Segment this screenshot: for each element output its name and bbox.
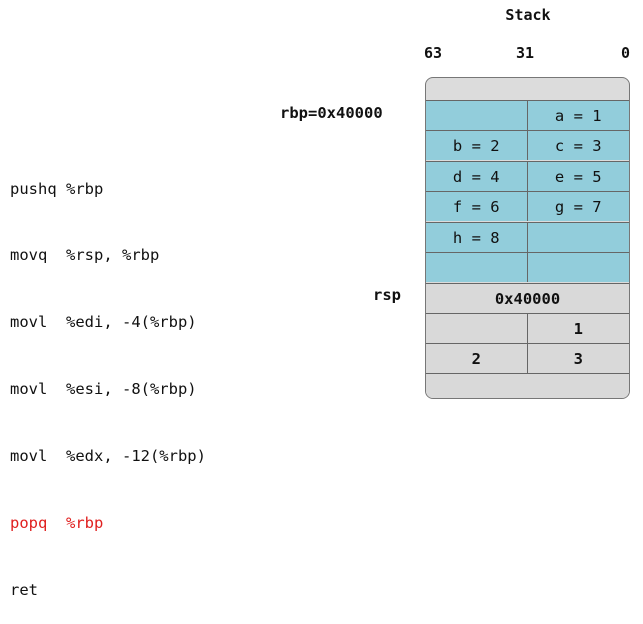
stack-cell-high: d = 4: [426, 162, 528, 191]
code-line: movq %rsp, %rbp: [10, 246, 160, 265]
assembly-code: pushq %rbp movq %rsp, %rbp movl %edi, -4…: [10, 133, 206, 624]
stack-row: 1: [426, 313, 629, 343]
stack-cell-low: a = 1: [554, 106, 602, 125]
stack-row: d = 4 e = 5: [426, 161, 629, 191]
code-line-highlighted: popq %rbp: [10, 514, 104, 533]
stack-cell-high: b = 2: [426, 131, 528, 160]
stack-title: Stack: [505, 6, 551, 24]
bit-label-0: 0: [621, 44, 631, 62]
stack-cell-low: e = 5: [554, 167, 602, 186]
stack-cell-low: 1: [573, 319, 583, 338]
stack-cell-low: g = 7: [554, 197, 602, 216]
stack-row-rsp: 0x40000: [426, 283, 629, 313]
rsp-label: rsp: [373, 286, 401, 304]
code-line: movl %edi, -4(%rbp): [10, 313, 197, 332]
stack-cell-high: 2: [426, 344, 528, 373]
stack-frame: a = 1 b = 2 c = 3 d = 4 e = 5 f = 6 g = …: [425, 77, 630, 399]
stack-cell-high: [426, 314, 528, 343]
code-line: pushq %rbp: [10, 179, 104, 198]
stack-cell-high: f = 6: [426, 192, 528, 221]
stack-row: 2 3: [426, 343, 629, 373]
stack-row: f = 6 g = 7: [426, 191, 629, 221]
stack-cell-low: 3: [573, 349, 583, 368]
stack-cell-high: [426, 101, 528, 130]
code-line: movl %edx, -12(%rbp): [10, 447, 206, 466]
stack-row: h = 8: [426, 222, 629, 252]
stack-cell-low: [528, 223, 630, 252]
stack-row: [426, 252, 629, 282]
stack-cell-saved-rbp: 0x40000: [494, 289, 561, 308]
stack-cell-low: [528, 253, 630, 282]
bit-label-31: 31: [516, 44, 535, 62]
stack-row: b = 2 c = 3: [426, 130, 629, 160]
code-line: ret: [10, 580, 38, 599]
stack-cell-low: c = 3: [554, 136, 602, 155]
code-line: movl %esi, -8(%rbp): [10, 380, 197, 399]
bit-label-63: 63: [424, 44, 443, 62]
rbp-label: rbp=0x40000: [280, 104, 383, 122]
stack-cell-high: h = 8: [426, 223, 528, 252]
stack-cell-high: [426, 253, 528, 282]
stack-row: a = 1: [426, 100, 629, 130]
stack-row-empty: [426, 373, 629, 398]
